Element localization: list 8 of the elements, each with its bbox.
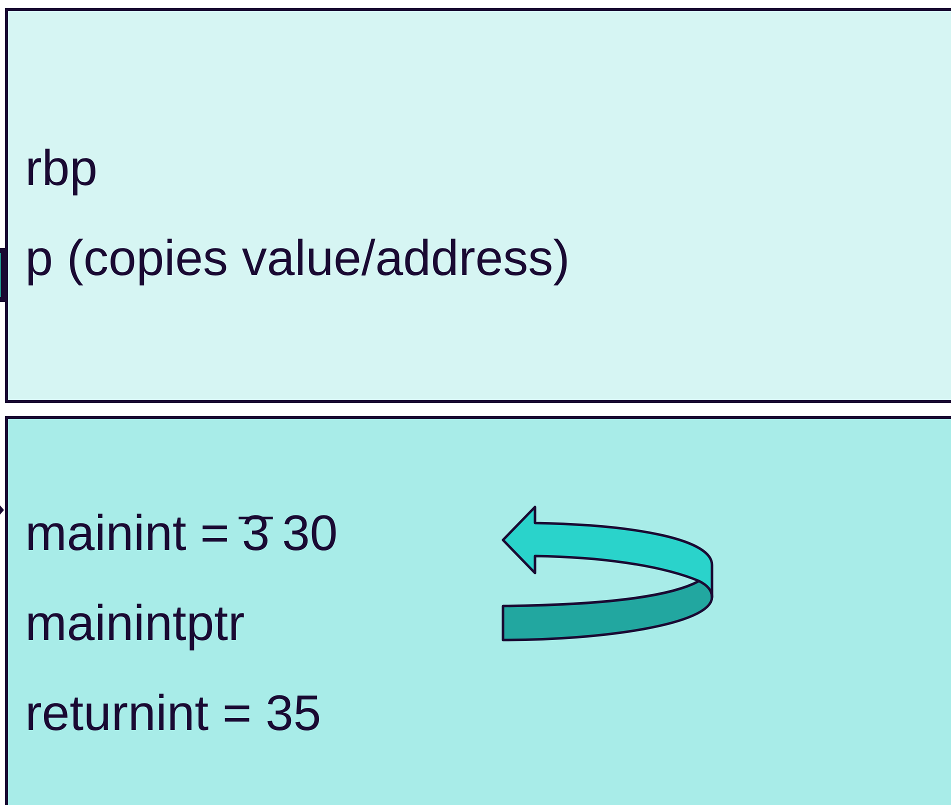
- new-value: 30: [284, 515, 336, 550]
- stack-frame-box: [5, 8, 951, 403]
- variable-label: mainint =: [28, 514, 227, 550]
- variable-label: p (copies value/address): [28, 238, 567, 286]
- variable-label: returnint = 35: [28, 694, 320, 730]
- variable-label: rbp: [28, 148, 96, 196]
- variable-label: mainintptr: [28, 604, 244, 650]
- stack-frame-box: [5, 416, 951, 805]
